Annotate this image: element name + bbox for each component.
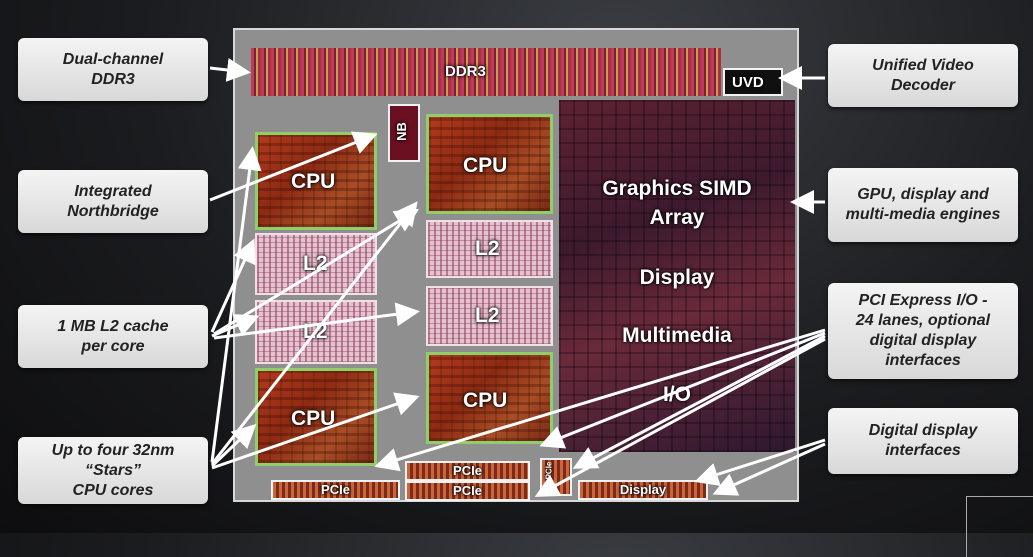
callout-digital-display: Digital display interfaces [828,408,1018,474]
pcie-phy-bottom [405,481,530,501]
arrow-display-2 [712,442,826,496]
gpu-label-simd: Graphics SIMD [602,177,752,200]
arrow-display-1 [694,438,826,486]
pcie-phy-top [405,461,530,481]
callout-ddr3: Dual-channel DDR3 [18,38,208,101]
l2-cache-4 [426,286,553,346]
pcie-phy-left-label: PCIe [321,482,350,497]
arrow-cpu-2 [210,201,418,465]
callout-cpu-cores: Up to four 32nm “Stars” CPU cores [18,437,208,504]
gpu-label-array: Array [649,206,705,229]
display-phy [578,480,708,500]
arrow-l2-left-top [210,238,256,333]
arrow-l2-left-bottom [211,314,260,338]
cpu-core-1-label: CPU [291,170,336,193]
callout-pcie-io: PCI Express I/O - 24 lanes, optional dig… [828,283,1018,379]
arrow-cpu-1 [210,146,262,463]
arrow-pcie-4 [534,337,826,497]
cpu-core-2-label: CPU [463,154,508,177]
callout-uvd: Unified Video Decoder [828,44,1018,107]
arrow-pcie-3 [572,334,826,469]
arrow-pcie-1 [374,328,826,472]
die-shot: DDR3 UVD NB CPU L2 L2 CPU CPU L2 L2 CPU … [233,28,799,502]
cpu-core-4 [426,352,553,444]
pcie-phy-left [271,480,400,500]
uvd-label: UVD [732,74,764,91]
arrow-northbridge [209,131,378,202]
callout-arrows [209,58,826,497]
arrow-l2-mid-bottom [213,302,420,340]
arrow-l2-mid-top [213,208,420,336]
cpu-core-3 [255,368,377,466]
display-phy-label: Display [619,482,667,497]
arrow-ddr3 [209,58,251,82]
gpu-label-display: Display [639,266,715,289]
l2-cache-4-label: L2 [475,304,500,327]
gpu-label-multimedia: Multimedia [622,324,732,347]
ddr3-label: DDR3 [445,63,486,80]
ddr3-block [251,48,721,96]
northbridge-block [388,104,420,162]
gpu-region [559,100,795,452]
slide-corner-frame [966,496,1033,557]
callout-northbridge: Integrated Northbridge [18,170,208,233]
l2-cache-3 [426,220,553,278]
callout-gpu: GPU, display and multi-media engines [828,168,1018,242]
cpu-core-4-label: CPU [463,389,508,412]
arrow-cpu-4 [211,392,420,470]
pcie-phy-top-label: PCIe [453,463,482,478]
cpu-core-2 [426,114,553,214]
pcie-phy-bottom-label: PCIe [453,483,482,498]
l2-cache-3-label: L2 [475,237,500,260]
arrow-pcie-2 [539,331,826,449]
callout-l2-cache: 1 MB L2 cache per core [18,305,208,368]
cpu-core-3-label: CPU [291,407,336,430]
arrow-cpu-3 [210,423,257,468]
